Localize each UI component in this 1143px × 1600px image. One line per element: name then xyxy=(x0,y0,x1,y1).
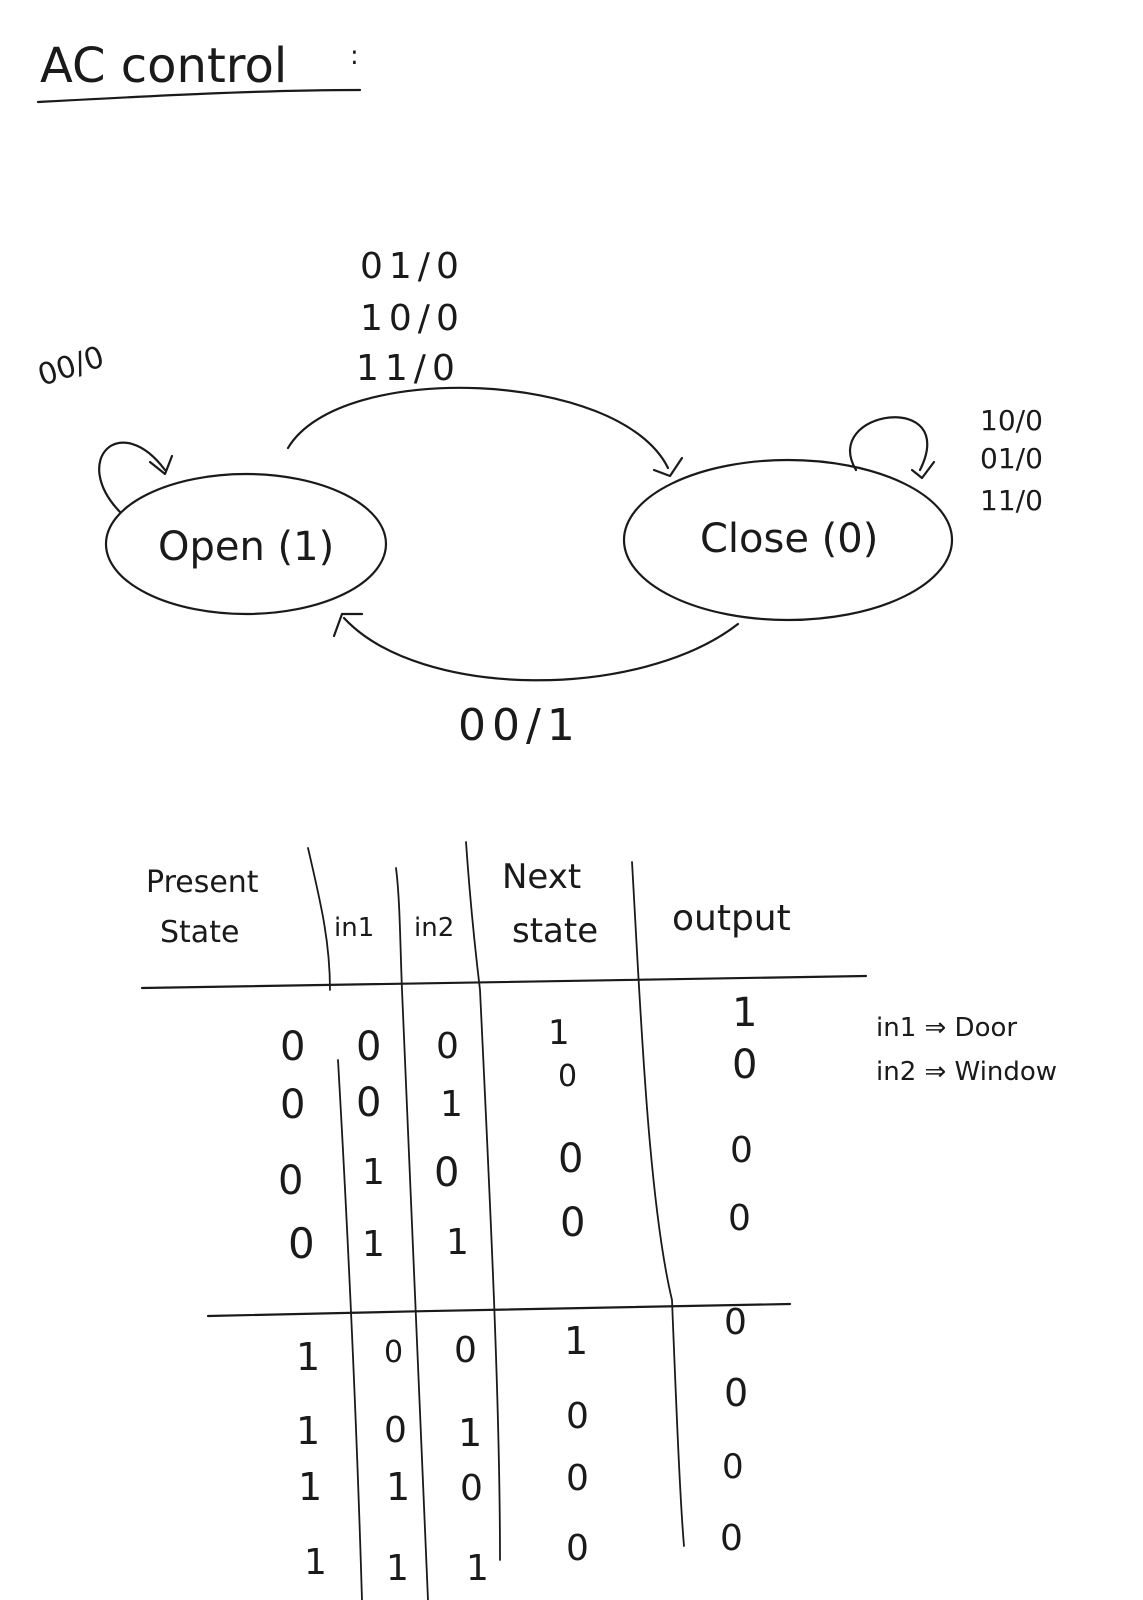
cell-out-8: 0 xyxy=(720,1518,743,1559)
open-self-loop-arrowhead xyxy=(148,454,174,476)
cell-ns-7: 0 xyxy=(566,1458,589,1499)
column-line-3 xyxy=(465,841,501,1561)
cell-out-6: 0 xyxy=(724,1371,748,1415)
cell-in1-7: 1 xyxy=(386,1465,410,1509)
close-self-loop-label-1: 10/0 xyxy=(980,404,1043,437)
header-in2: in2 xyxy=(414,913,454,943)
table-body: 0 0 0 1 1 0 0 1 0 0 0 1 0 0 0 0 1 1 0 0 … xyxy=(278,990,757,1589)
cell-ps-7: 1 xyxy=(298,1465,322,1509)
cell-in1-4: 1 xyxy=(362,1224,385,1265)
header-state: State xyxy=(160,915,239,950)
open-self-loop-label: 00/0 xyxy=(34,340,109,394)
cell-in2-2: 1 xyxy=(440,1084,463,1125)
state-open-label: Open (1) xyxy=(158,524,334,570)
table-group-divider xyxy=(206,1302,792,1318)
cell-out-1: 1 xyxy=(732,990,757,1036)
legend-in2: in2 ⇒ Window xyxy=(876,1057,1057,1087)
cell-ps-6: 1 xyxy=(296,1409,320,1453)
cell-ns-2: 0 xyxy=(558,1059,577,1094)
close-to-open-label: 00/1 xyxy=(458,700,581,751)
cell-in2-3: 0 xyxy=(434,1150,459,1196)
cell-ns-4: 0 xyxy=(560,1200,585,1246)
column-line-2 xyxy=(395,867,429,1600)
cell-in1-3: 1 xyxy=(362,1152,385,1193)
close-self-loop-label-2: 01/0 xyxy=(980,442,1043,475)
state-close-node xyxy=(622,458,954,622)
column-line-1a xyxy=(307,847,331,991)
cell-ns-8: 0 xyxy=(566,1528,589,1569)
open-to-close-arrowhead xyxy=(652,456,684,478)
close-to-open-arrow xyxy=(342,616,740,682)
title-underline xyxy=(36,88,362,104)
cell-out-5: 0 xyxy=(724,1302,747,1343)
cell-ps-1: 0 xyxy=(280,1024,305,1070)
table-header-divider xyxy=(140,974,868,990)
open-to-close-label-3: 11/0 xyxy=(356,348,461,389)
header-next: Next xyxy=(502,857,581,897)
cell-out-7: 0 xyxy=(722,1447,744,1487)
cell-ns-5: 1 xyxy=(564,1319,588,1363)
open-self-loop-arrow xyxy=(98,441,167,514)
header-present: Present xyxy=(146,865,259,900)
open-to-close-arrow xyxy=(286,386,670,470)
cell-in2-1: 0 xyxy=(436,1026,459,1067)
legend-in1: in1 ⇒ Door xyxy=(876,1013,1017,1043)
cell-ps-5: 1 xyxy=(296,1335,320,1379)
cell-in1-8: 1 xyxy=(386,1548,409,1589)
title-colon: : xyxy=(350,41,359,71)
cell-ns-1: 1 xyxy=(548,1013,570,1053)
close-self-loop-arrow xyxy=(848,416,929,472)
state-close-label: Close (0) xyxy=(700,516,878,562)
header-next-state: state xyxy=(512,911,598,951)
cell-in1-5: 0 xyxy=(384,1335,403,1370)
cell-in1-1: 0 xyxy=(356,1024,381,1070)
cell-in2-7: 0 xyxy=(460,1468,483,1509)
open-to-close-label-2: 10/0 xyxy=(360,298,465,339)
header-output: output xyxy=(672,898,791,939)
cell-in1-2: 0 xyxy=(356,1080,381,1126)
cell-ps-4: 0 xyxy=(288,1219,315,1268)
cell-ns-3: 0 xyxy=(558,1136,583,1182)
cell-in1-6: 0 xyxy=(384,1410,407,1451)
close-self-loop-arrowhead xyxy=(910,460,936,480)
cell-ps-8: 1 xyxy=(304,1542,327,1583)
page-title: AC control xyxy=(40,38,287,94)
cell-out-3: 0 xyxy=(730,1130,753,1171)
cell-in2-5: 0 xyxy=(454,1330,477,1371)
state-open-node xyxy=(104,472,388,616)
header-in1: in1 xyxy=(334,913,374,943)
close-to-open-arrowhead xyxy=(332,612,364,638)
cell-in2-4: 1 xyxy=(446,1222,469,1263)
column-line-4 xyxy=(631,861,685,1547)
cell-ns-6: 0 xyxy=(566,1396,589,1437)
cell-ps-2: 0 xyxy=(280,1082,305,1128)
open-to-close-label-1: 01/0 xyxy=(360,246,465,287)
cell-out-4: 0 xyxy=(728,1198,751,1239)
cell-in2-8: 1 xyxy=(466,1548,489,1589)
cell-in2-6: 1 xyxy=(458,1411,482,1455)
column-line-1b xyxy=(337,1059,363,1600)
cell-out-2: 0 xyxy=(732,1042,757,1088)
cell-ps-3: 0 xyxy=(278,1158,303,1204)
close-self-loop-label-3: 11/0 xyxy=(980,484,1043,517)
